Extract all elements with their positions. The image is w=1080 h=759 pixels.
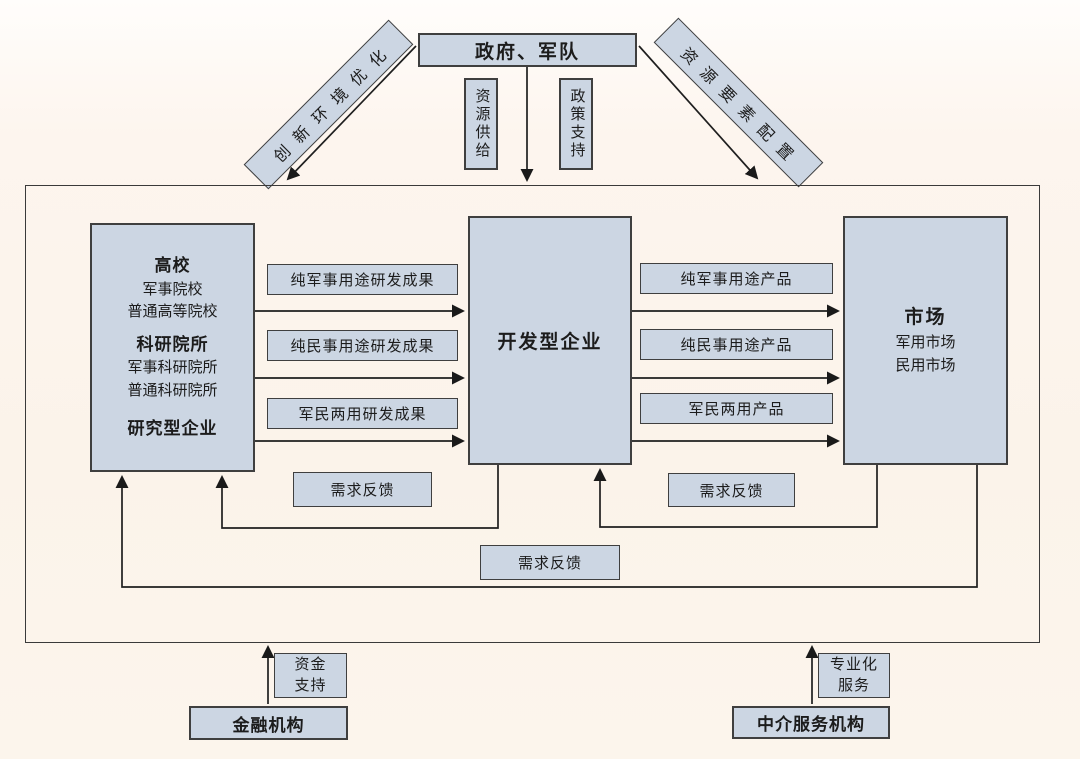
government-box: 政府、军队 bbox=[418, 33, 637, 67]
intermediary-agencies-box: 中介服务机构 bbox=[732, 706, 890, 739]
military-academies-label: 军事院校 bbox=[142, 281, 203, 298]
flow-label-military-product-text: 纯军事用途产品 bbox=[680, 272, 793, 288]
resource-supply-label: 资源供给 bbox=[473, 88, 490, 160]
intermediary-agencies-label: 中介服务机构 bbox=[757, 715, 865, 734]
research-enterprises-title: 研究型企业 bbox=[127, 419, 218, 439]
feedback-label-bottom: 需求反馈 bbox=[480, 545, 620, 580]
developer-enterprise-label: 开发型企业 bbox=[497, 332, 603, 353]
innovation-environment-label: 创新环境优化 bbox=[270, 39, 398, 166]
resource-supply-box: 资源供给 bbox=[464, 78, 498, 170]
flow-label-dualuse-product-text: 军民两用产品 bbox=[688, 402, 785, 418]
feedback-label-bottom-text: 需求反馈 bbox=[517, 556, 582, 572]
market-title: 市场 bbox=[904, 306, 947, 328]
funding-support-line1: 资金 bbox=[294, 656, 327, 673]
innovation-environment-label-box: 创新环境优化 bbox=[243, 19, 414, 190]
feedback-label-right: 需求反馈 bbox=[668, 473, 795, 507]
flow-label-civil-rnd: 纯民事用途研发成果 bbox=[267, 330, 458, 361]
professional-services-box: 专业化 服务 bbox=[818, 653, 890, 698]
resource-allocation-label: 资源要素配置 bbox=[677, 44, 804, 172]
flow-label-dualuse-product: 军民两用产品 bbox=[640, 393, 833, 424]
ordinary-institutes-label: 普通科研院所 bbox=[127, 382, 218, 399]
feedback-label-left: 需求反馈 bbox=[293, 472, 432, 507]
flow-label-civil-rnd-text: 纯民事用途研发成果 bbox=[290, 339, 435, 355]
developer-enterprise-box: 开发型企业 bbox=[468, 216, 632, 465]
research-institutes-title: 科研院所 bbox=[136, 334, 209, 354]
feedback-label-left-text: 需求反馈 bbox=[330, 483, 395, 499]
professional-services-line1: 专业化 bbox=[829, 656, 878, 673]
flow-label-military-rnd-text: 纯军事用途研发成果 bbox=[290, 273, 435, 289]
resource-allocation-label-box: 资源要素配置 bbox=[653, 17, 824, 188]
flow-label-dualuse-rnd-text: 军民两用研发成果 bbox=[298, 407, 427, 423]
ordinary-universities-label: 普通高等院校 bbox=[127, 304, 218, 321]
policy-support-box: 政策支持 bbox=[559, 78, 593, 170]
civil-market-label: 民用市场 bbox=[895, 357, 956, 374]
professional-services-line2: 服务 bbox=[837, 677, 870, 694]
flow-label-civil-product: 纯民事用途产品 bbox=[640, 329, 833, 360]
military-institutes-label: 军事科研院所 bbox=[127, 360, 218, 377]
flow-label-civil-product-text: 纯民事用途产品 bbox=[680, 338, 793, 354]
market-box: 市场 军用市场 民用市场 bbox=[843, 216, 1008, 465]
universities-title: 高校 bbox=[154, 256, 191, 276]
funding-support-box: 资金 支持 bbox=[274, 653, 347, 698]
flow-label-dualuse-rnd: 军民两用研发成果 bbox=[267, 398, 458, 429]
policy-support-label: 政策支持 bbox=[568, 88, 585, 160]
research-entities-box: 高校 军事院校 普通高等院校 科研院所 军事科研院所 普通科研院所 研究型企业 bbox=[90, 223, 255, 472]
flow-label-military-product: 纯军事用途产品 bbox=[640, 263, 833, 294]
financial-institutions-label: 金融机构 bbox=[232, 715, 305, 735]
government-label: 政府、军队 bbox=[474, 41, 580, 63]
flow-label-military-rnd: 纯军事用途研发成果 bbox=[267, 264, 458, 295]
funding-support-line2: 支持 bbox=[294, 677, 327, 694]
feedback-label-right-text: 需求反馈 bbox=[699, 483, 764, 500]
military-market-label: 军用市场 bbox=[895, 335, 956, 352]
system-boundary-frame bbox=[25, 185, 1040, 643]
financial-institutions-box: 金融机构 bbox=[189, 706, 348, 740]
